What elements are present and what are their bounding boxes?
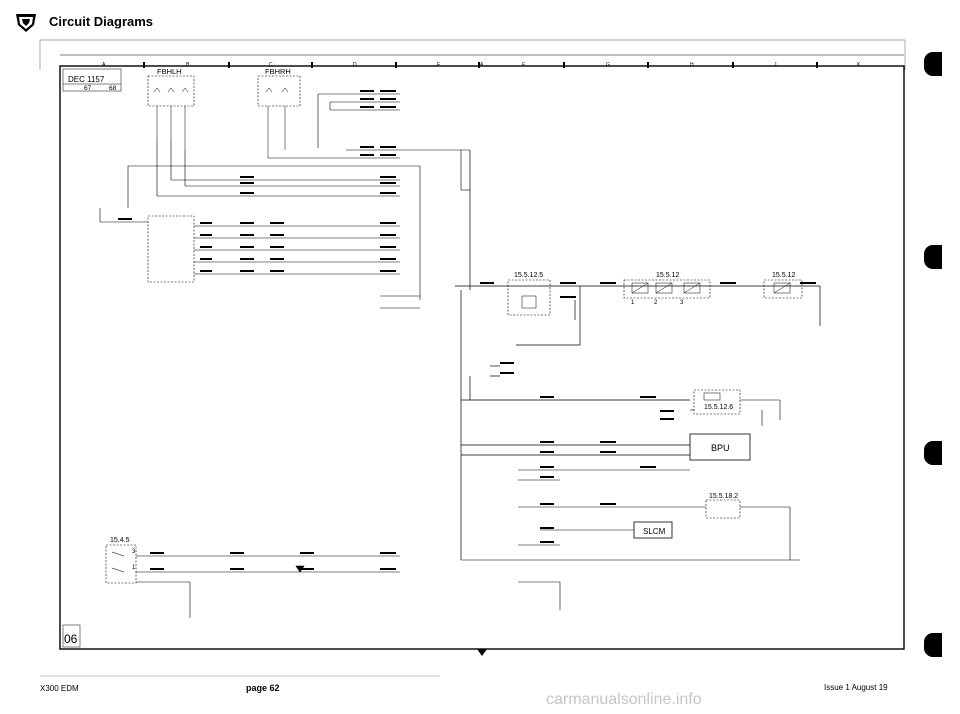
column-label: J xyxy=(774,62,777,68)
column-label: D xyxy=(353,62,357,68)
module-label-fbhrh: FBHRH xyxy=(265,67,291,76)
column-label: E xyxy=(437,62,441,68)
module-ref: 15.5.12.5 xyxy=(514,272,543,279)
svg-text:1: 1 xyxy=(132,565,136,571)
footer-document: X300 EDM xyxy=(40,684,79,693)
svg-text:2: 2 xyxy=(654,300,658,306)
svg-text:3: 3 xyxy=(132,549,136,555)
sheet-label: 06 xyxy=(64,632,78,646)
column-label: B xyxy=(186,62,190,68)
module-label-slcm: SLCM xyxy=(643,527,666,536)
page-title: Circuit Diagrams xyxy=(49,14,154,29)
svg-text:3: 3 xyxy=(680,300,684,306)
section-tab[interactable] xyxy=(924,633,942,657)
column-label: G xyxy=(606,62,610,68)
date-label: DEC 1157 xyxy=(68,75,105,84)
module-ref: 15.4.5 xyxy=(110,537,130,544)
sheet-total: 68 xyxy=(109,85,117,92)
module-ref: 15.5.12 xyxy=(772,272,795,279)
column-label: K xyxy=(857,62,861,68)
section-tab[interactable] xyxy=(924,441,942,465)
module-ref: 15.5.12.6 xyxy=(704,404,733,411)
column-label: C xyxy=(269,62,273,68)
module-ref: 15.5.12 xyxy=(656,272,679,279)
sheet-number: 67 xyxy=(84,85,92,92)
footer-page: page 62 xyxy=(246,683,280,693)
column-label: A xyxy=(102,62,106,68)
section-tab[interactable] xyxy=(924,52,942,76)
module-label-fbhlh: FBHLH xyxy=(157,67,182,76)
module-label-bpu: BPU xyxy=(711,443,730,453)
column-label: A xyxy=(480,62,484,68)
footer-issue: Issue 1 August 19 xyxy=(824,683,888,692)
module-ref: 15.5.18.2 xyxy=(709,493,738,500)
column-label: F xyxy=(522,62,525,68)
column-label: H xyxy=(690,62,694,68)
section-tab[interactable] xyxy=(924,245,942,269)
svg-text:1: 1 xyxy=(631,300,635,306)
jaguar-leaping-cat-icon xyxy=(16,14,36,32)
watermark: carmanualsonline.info xyxy=(546,691,702,708)
